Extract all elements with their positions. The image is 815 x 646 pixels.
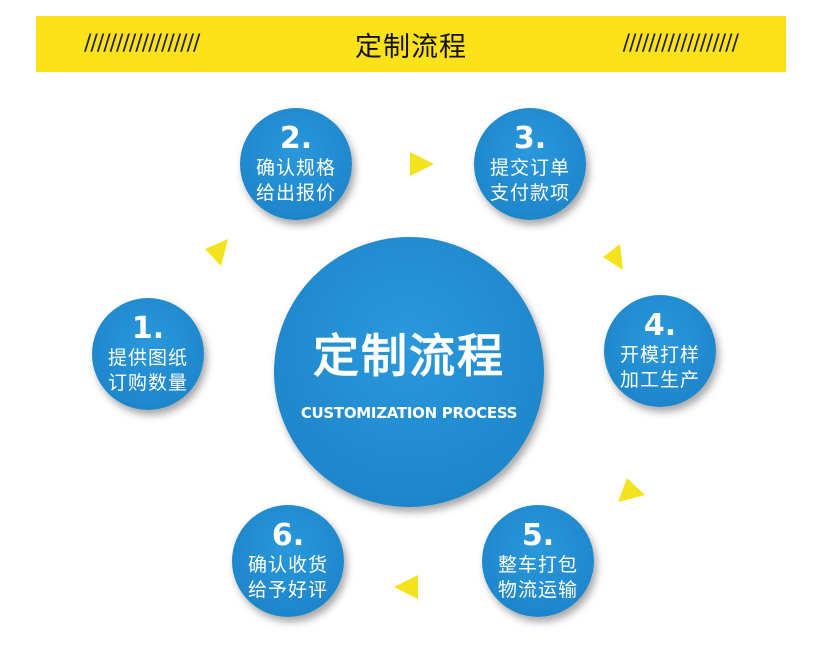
header-banner: ////////////////// 定制流程 ////////////////…	[36, 16, 786, 72]
step-1-circle: 1. 提供图纸 订购数量	[92, 298, 204, 410]
step-6-number: 6.	[271, 518, 305, 553]
arrow-2-to-3-icon	[410, 152, 434, 176]
step-4-line2: 加工生产	[619, 369, 700, 391]
center-title: 定制流程	[313, 329, 505, 383]
arrow-5-to-6-icon	[394, 575, 418, 599]
center-subtitle: CUSTOMIZATION PROCESS	[300, 404, 518, 422]
step-1-line1: 提供图纸	[107, 347, 188, 369]
step-2-circle: 2. 确认规格 给出报价	[240, 108, 352, 220]
step-1-line2: 订购数量	[107, 372, 188, 394]
step-3-circle: 3. 提交订单 支付款项	[474, 108, 586, 220]
step-1-number: 1.	[131, 311, 165, 346]
arrow-1-to-2-icon	[205, 239, 228, 266]
step-3-line2: 支付款项	[489, 182, 570, 204]
step-6-line2: 给予好评	[247, 579, 328, 601]
step-3-line1: 提交订单	[489, 157, 570, 179]
step-2-line1: 确认规格	[255, 157, 336, 179]
step-6-line1: 确认收货	[247, 554, 328, 576]
step-5-circle: 5. 整车打包 物流运输	[482, 505, 594, 617]
banner-title: 定制流程	[355, 31, 467, 63]
arrow-4-to-5-icon	[618, 478, 645, 502]
step-5-number: 5.	[521, 518, 555, 553]
step-5-line1: 整车打包	[497, 554, 578, 576]
step-5-line2: 物流运输	[497, 579, 578, 601]
banner-right-slashes: //////////////////	[622, 31, 739, 56]
center-circle: 定制流程 CUSTOMIZATION PROCESS	[274, 237, 544, 507]
arrow-3-to-4-icon	[603, 244, 623, 270]
step-4-number: 4.	[643, 308, 677, 343]
step-2-line2: 给出报价	[255, 182, 336, 204]
step-4-line1: 开模打样	[619, 344, 700, 366]
step-4-circle: 4. 开模打样 加工生产	[604, 295, 716, 407]
step-2-number: 2.	[279, 121, 313, 156]
step-3-number: 3.	[513, 121, 547, 156]
banner-left-slashes: //////////////////	[84, 31, 200, 56]
step-6-circle: 6. 确认收货 给予好评	[232, 505, 344, 617]
